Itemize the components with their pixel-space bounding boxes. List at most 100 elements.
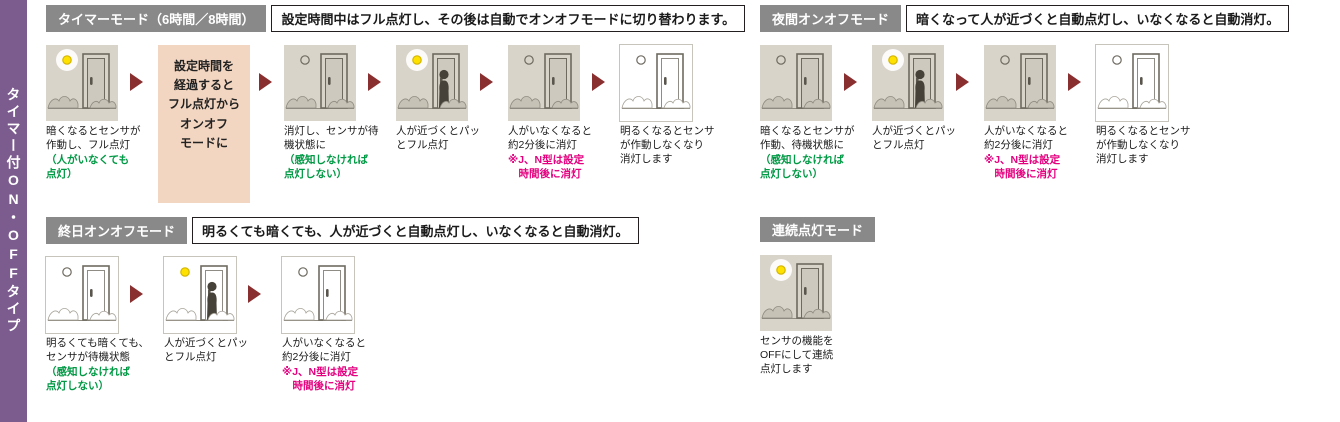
- entrance-illustration: [1095, 44, 1169, 122]
- entrance-illustration: [760, 255, 832, 331]
- entrance-illustration: [46, 45, 118, 121]
- entrance-illustration: [284, 45, 356, 121]
- entrance-illustration: [984, 45, 1056, 121]
- bush-icon: [621, 96, 653, 109]
- entrance-illustration: [508, 45, 580, 121]
- porch-lamp-icon: [62, 267, 72, 277]
- bush-icon: [803, 308, 831, 319]
- step-caption: 人が近づくとパッ とフル点灯: [396, 125, 480, 151]
- steps-row: 暗くなるとセンサが 作動、待機状態に（感知しなければ 点灯しない）人が近づくとパ…: [760, 44, 1338, 181]
- porch-lamp-icon: [776, 265, 786, 275]
- porch-lamp-icon: [62, 55, 72, 65]
- porch-lamp-icon: [1112, 55, 1122, 65]
- bush-icon: [207, 310, 235, 321]
- note-green: （感知しなければ 点灯しない）: [46, 365, 130, 392]
- scene-step: 人が近づくとパッ とフル点灯: [872, 45, 984, 153]
- section-title: 夜間オンオフモード: [760, 5, 902, 32]
- step-caption: 人がいなくなると 約2分後に消灯: [508, 125, 592, 151]
- porch-lamp-icon: [636, 55, 646, 65]
- step-caption: センサの機能を OFFにして連続 点灯します: [760, 335, 834, 375]
- arrow-right-icon: [248, 285, 261, 303]
- scene-step: 人がいなくなると 約2分後に消灯※J、N型は設定 時間後に消灯: [281, 256, 400, 393]
- bush-icon: [89, 98, 117, 109]
- arrow-right-icon: [956, 73, 969, 91]
- scene-background: [1096, 45, 1168, 121]
- bush-icon: [47, 96, 79, 109]
- steps-row: 明るくても暗くても、 センサが待機状態（感知しなければ 点灯しない） 人が近づくと…: [45, 256, 746, 393]
- bush-icon: [803, 98, 831, 109]
- note-green: （感知しなければ 点灯しない）: [284, 153, 368, 180]
- door-handle: [552, 77, 555, 85]
- step-caption: 暗くなるとセンサが 作動、待機状態に: [760, 125, 855, 151]
- entrance-illustration: [872, 45, 944, 121]
- scene-step: 明るくなるとセンサ が作動しなくなり 消灯します: [619, 44, 732, 167]
- section-night-onoff-mode: 夜間オンオフモード 暗くなって人が近づくと自動点灯し、いなくなると自動消灯。 暗…: [760, 5, 1338, 181]
- door-handle: [90, 77, 93, 85]
- porch-lamp-icon: [524, 55, 534, 65]
- arrow-right-icon: [1068, 73, 1081, 91]
- scene-background: [508, 45, 580, 121]
- transition-note-step: 設定時間を 経過すると フル点灯から オンオフ モードに: [158, 45, 284, 203]
- entrance-illustration: [760, 45, 832, 121]
- porch-lamp-icon: [300, 55, 310, 65]
- steps-row: センサの機能を OFFにして連続 点灯します: [760, 255, 980, 377]
- section-title: 終日オンオフモード: [46, 217, 188, 244]
- scene-step: 人がいなくなると 約2分後に消灯※J、N型は設定 時間後に消灯: [508, 45, 620, 181]
- section-header: 終日オンオフモード 明るくても暗くても、人が近づくと自動点灯し、いなくなると自動…: [46, 217, 746, 244]
- arrow-right-icon: [130, 285, 143, 303]
- step-caption: 人が近づくとパッ とフル点灯: [164, 337, 248, 363]
- door-handle: [1028, 77, 1031, 85]
- bush-icon: [439, 98, 467, 109]
- bush-icon: [89, 310, 117, 321]
- door-handle: [804, 287, 807, 295]
- bush-icon: [551, 98, 579, 109]
- step-caption: 人がいなくなると 約2分後に消灯: [984, 125, 1068, 151]
- arrow-right-icon: [130, 73, 143, 91]
- door-handle: [90, 289, 93, 297]
- section-allday-onoff-mode: 終日オンオフモード 明るくても暗くても、人が近づくと自動点灯し、いなくなると自動…: [45, 217, 746, 393]
- bush-icon: [325, 310, 353, 321]
- step-caption: 消灯し、センサが待 機状態に: [284, 125, 379, 151]
- section-timer-mode: タイマーモード（6時間／8時間） 設定時間中はフル点灯し、その後は自動でオンオフ…: [46, 5, 746, 203]
- scene-step: 人が近づくとパッ とフル点灯: [163, 256, 282, 365]
- arrow-right-icon: [259, 73, 272, 91]
- bush-icon: [397, 96, 429, 109]
- scene-step: 人が近づくとパッ とフル点灯: [396, 45, 508, 153]
- entrance-illustration: [619, 44, 693, 122]
- scene-step: 人がいなくなると 約2分後に消灯※J、N型は設定 時間後に消灯: [984, 45, 1096, 181]
- scene-step: 明るくなるとセンサ が作動しなくなり 消灯します: [1095, 44, 1208, 167]
- bush-icon: [1097, 96, 1129, 109]
- step-caption: 明るくなるとセンサ が作動しなくなり 消灯します: [1096, 125, 1191, 165]
- transition-note-box: 設定時間を 経過すると フル点灯から オンオフ モードに: [158, 45, 250, 203]
- section-title: タイマーモード（6時間／8時間）: [46, 5, 267, 32]
- arrow-right-icon: [844, 73, 857, 91]
- step-caption: 人が近づくとパッ とフル点灯: [872, 125, 956, 151]
- door-handle: [326, 289, 329, 297]
- section-continuous-mode: 連続点灯モード センサの機能を OFFにして連続 点灯します: [760, 217, 980, 377]
- section-description: 設定時間中はフル点灯し、その後は自動でオンオフモードに切り替わります。: [271, 5, 746, 32]
- arrow-right-icon: [592, 73, 605, 91]
- scene-background: [282, 257, 354, 333]
- section-description: 暗くなって人が近づくと自動点灯し、いなくなると自動消灯。: [906, 5, 1290, 32]
- note-green: （感知しなければ 点灯しない）: [760, 153, 844, 180]
- bush-icon: [285, 96, 317, 109]
- note-magenta: ※J、N型は設定 時間後に消灯: [282, 365, 359, 392]
- bush-icon: [761, 96, 793, 109]
- door-handle: [804, 77, 807, 85]
- scene-background: [984, 45, 1056, 121]
- door-handle: [1140, 77, 1143, 85]
- scene-step: 暗くなるとセンサが 作動、待機状態に（感知しなければ 点灯しない）: [760, 45, 872, 181]
- type-banner-label: タイマー付ON・OFFタイプ: [5, 87, 22, 335]
- entrance-illustration: [396, 45, 468, 121]
- type-banner: タイマー付ON・OFFタイプ: [0, 0, 27, 422]
- bush-icon: [283, 308, 315, 321]
- step-caption: 明るくても暗くても、 センサが待機状態: [46, 337, 150, 363]
- door-handle: [328, 77, 331, 85]
- scene-background: [620, 45, 692, 121]
- section-title: 連続点灯モード: [760, 217, 876, 242]
- scene-step: センサの機能を OFFにして連続 点灯します: [760, 255, 872, 377]
- scene-step: 消灯し、センサが待 機状態に（感知しなければ 点灯しない）: [284, 45, 396, 181]
- porch-lamp-icon: [1000, 55, 1010, 65]
- porch-lamp-icon: [180, 267, 190, 277]
